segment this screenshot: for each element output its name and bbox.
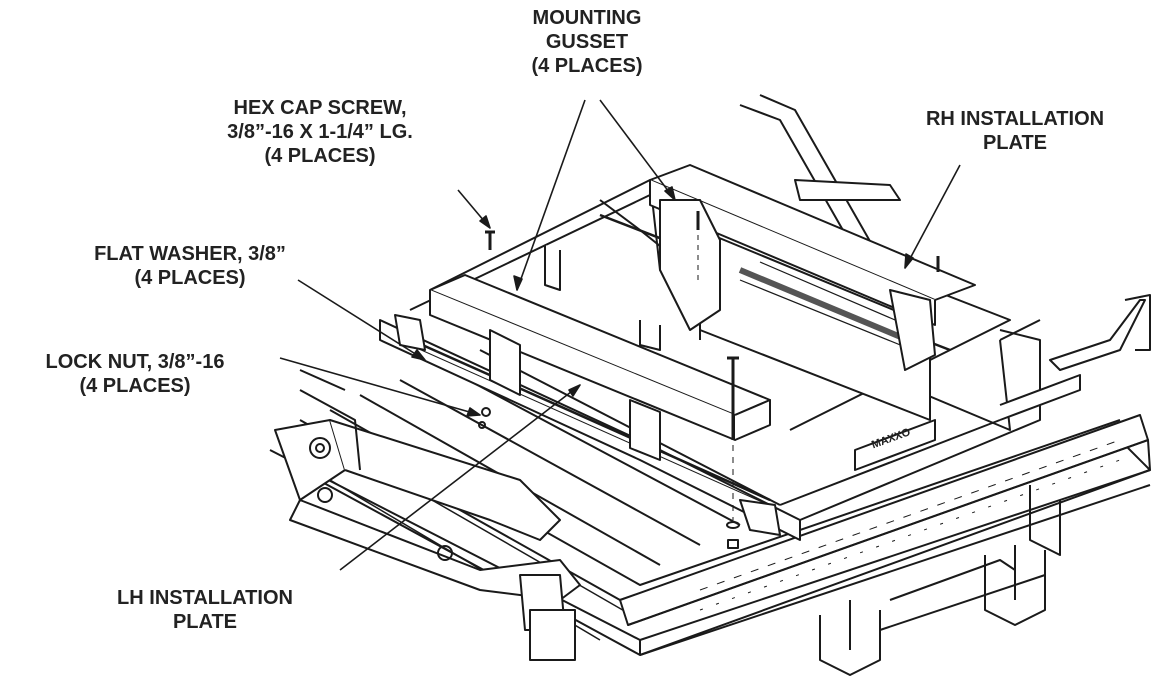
callout-flat-washer-line1: FLAT WASHER, 3/8” (94, 243, 286, 265)
callout-mounting-gusset-line2: GUSSET (545, 31, 629, 53)
stand-legs (819, 485, 1061, 676)
callout-lh-installation-plate-line1: LH INSTALLATION (117, 587, 293, 609)
callout-lock-nut-line2: (4 PLACES) (79, 375, 191, 397)
callout-hex-cap-screw: HEX CAP SCREW, 3/8”-16 X 1-1/4” LG. (4 P… (170, 96, 470, 168)
callout-flat-washer: FLAT WASHER, 3/8” (4 PLACES) (40, 242, 340, 290)
callout-rh-installation-plate: RH INSTALLATION PLATE (880, 107, 1150, 155)
callout-mounting-gusset-line1: MOUNTING (532, 7, 642, 29)
callout-hex-cap-screw-line2: 3/8”-16 X 1-1/4” LG. (227, 121, 413, 143)
callout-rh-installation-plate-line2: PLATE (982, 132, 1048, 154)
callout-flat-washer-line2: (4 PLACES) (134, 267, 246, 289)
hardware (478, 211, 940, 549)
callout-mounting-gusset: MOUNTING GUSSET (4 PLACES) (492, 6, 682, 78)
callout-hex-cap-screw-line1: HEX CAP SCREW, (233, 97, 407, 119)
rh-plate (649, 164, 976, 421)
callout-lock-nut: LOCK NUT, 3/8”-16 (4 PLACES) (0, 350, 270, 398)
rear-arm (739, 94, 1151, 371)
left-arm (274, 369, 581, 661)
callout-lock-nut-line1: LOCK NUT, 3/8”-16 (45, 351, 225, 373)
leader-lines (279, 99, 961, 571)
callout-lh-installation-plate: LH INSTALLATION PLATE (60, 586, 350, 634)
front-rail (619, 414, 1151, 656)
callout-mounting-gusset-line3: (4 PLACES) (531, 55, 643, 77)
callout-hex-cap-screw-line3: (4 PLACES) (264, 145, 376, 167)
mounting-gussets (394, 199, 936, 536)
brand-plate (854, 419, 936, 471)
callout-rh-installation-plate-line1: RH INSTALLATION (925, 108, 1105, 130)
callout-lh-installation-plate-line2: PLATE (172, 611, 238, 633)
lh-plate (429, 274, 771, 461)
